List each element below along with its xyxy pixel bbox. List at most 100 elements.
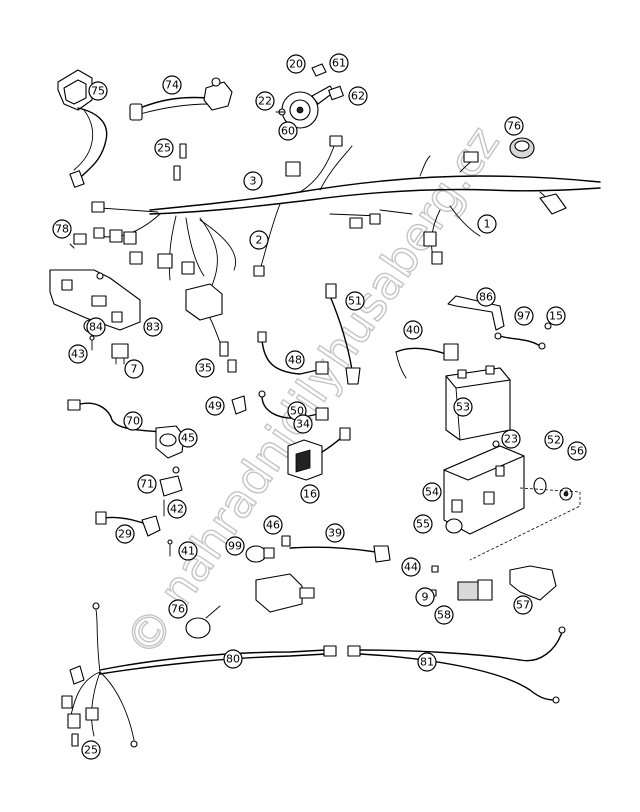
callout-label: 55 [416, 518, 430, 531]
callout-3: 3 [243, 171, 263, 191]
part-43-screw [89, 335, 95, 351]
callout-label: 49 [208, 400, 222, 413]
callout-51: 51 [345, 291, 365, 311]
part-76-cable-tie [185, 605, 221, 639]
callout-circle [137, 474, 157, 494]
callout-22: 22 [255, 91, 275, 111]
part-50-cable [258, 390, 329, 421]
callout-circle [255, 91, 275, 111]
part-71-bracket [159, 475, 183, 497]
horn-assembly [275, 63, 344, 129]
callout-circle [325, 523, 345, 543]
callout-78: 78 [52, 219, 72, 239]
callout-label: 61 [332, 57, 346, 70]
callout-15: 15 [546, 306, 566, 326]
callout-label: 22 [258, 95, 272, 108]
part-15-screw [544, 322, 552, 330]
callout-74: 74 [162, 75, 182, 95]
callout-circle [501, 429, 521, 449]
callout-circle [546, 306, 566, 326]
callout-circle [86, 317, 106, 337]
callout-circle [453, 397, 473, 417]
part-56-washer [559, 487, 573, 501]
callout-circle [225, 536, 245, 556]
callout-label: 43 [71, 348, 85, 361]
callout-circle [88, 81, 108, 101]
part-52-grommet [533, 477, 547, 495]
callout-circle [249, 230, 269, 250]
callout-label: 62 [351, 90, 365, 103]
part-7-relay [111, 343, 129, 365]
part-51-sensor [325, 283, 361, 385]
callout-2: 2 [249, 230, 269, 250]
part-35-bulb [227, 359, 237, 373]
callout-label: 39 [328, 527, 342, 540]
callout-80: 80 [223, 649, 243, 669]
part-48-cable [257, 331, 329, 375]
callout-circle [223, 649, 243, 669]
callout-circle [345, 291, 365, 311]
part-25-plug [179, 143, 187, 159]
part-45-nut [172, 466, 180, 474]
callout-circle [278, 121, 298, 141]
callout-20: 20 [286, 54, 306, 74]
callout-60: 60 [278, 121, 298, 141]
part-86-strap [447, 295, 505, 331]
callout-label: 76 [171, 603, 185, 616]
callout-label: 15 [549, 310, 563, 323]
callout-circle [434, 605, 454, 625]
callout-label: 75 [91, 85, 105, 98]
callout-86: 86 [476, 287, 496, 307]
callout-label: 34 [296, 418, 310, 431]
callout-circle [413, 514, 433, 534]
callout-circle [329, 53, 349, 73]
callout-circle [243, 171, 263, 191]
callout-58: 58 [434, 605, 454, 625]
callout-circle [417, 652, 437, 672]
callout-83: 83 [143, 317, 163, 337]
part-23-screw [492, 440, 500, 448]
callout-circle [476, 287, 496, 307]
part-41-screw [167, 539, 173, 557]
callout-81: 81 [417, 652, 437, 672]
part-29-switch [95, 511, 161, 537]
callout-circle [52, 219, 72, 239]
callout-75: 75 [88, 81, 108, 101]
main-wiring-harness [91, 135, 601, 291]
part-83-bracket [49, 269, 141, 331]
callout-circle [195, 358, 215, 378]
callout-97: 97 [514, 306, 534, 326]
callout-45: 45 [178, 428, 198, 448]
callout-label: 83 [146, 321, 160, 334]
callout-label: 29 [118, 528, 132, 541]
callout-25: 25 [81, 740, 101, 760]
callout-circle [115, 524, 135, 544]
callout-55: 55 [413, 514, 433, 534]
callout-49: 49 [205, 396, 225, 416]
callout-circle [300, 484, 320, 504]
part-76-cap [509, 137, 535, 159]
callout-circle [167, 499, 187, 519]
callout-56: 56 [567, 441, 587, 461]
part-99-bulb [245, 545, 275, 563]
part-78-connector [69, 233, 87, 249]
callout-34: 34 [293, 414, 313, 434]
callout-label: 58 [437, 609, 451, 622]
callout-circle [143, 317, 163, 337]
callout-label: 71 [140, 478, 154, 491]
part-75-switch [57, 69, 108, 188]
part-54-battery-box [443, 445, 525, 535]
part-58-relay [457, 579, 493, 601]
callout-label: 46 [266, 519, 280, 532]
callout-circle [286, 54, 306, 74]
callout-label: 23 [504, 433, 518, 446]
callout-label: 97 [517, 310, 531, 323]
callout-circle [124, 359, 144, 379]
callout-label: 60 [281, 125, 295, 138]
part-starter-motor [255, 573, 315, 613]
part-44-nut [431, 565, 439, 573]
callout-76: 76 [168, 599, 188, 619]
callout-54: 54 [422, 482, 442, 502]
part-40-battery-cable [395, 343, 459, 379]
